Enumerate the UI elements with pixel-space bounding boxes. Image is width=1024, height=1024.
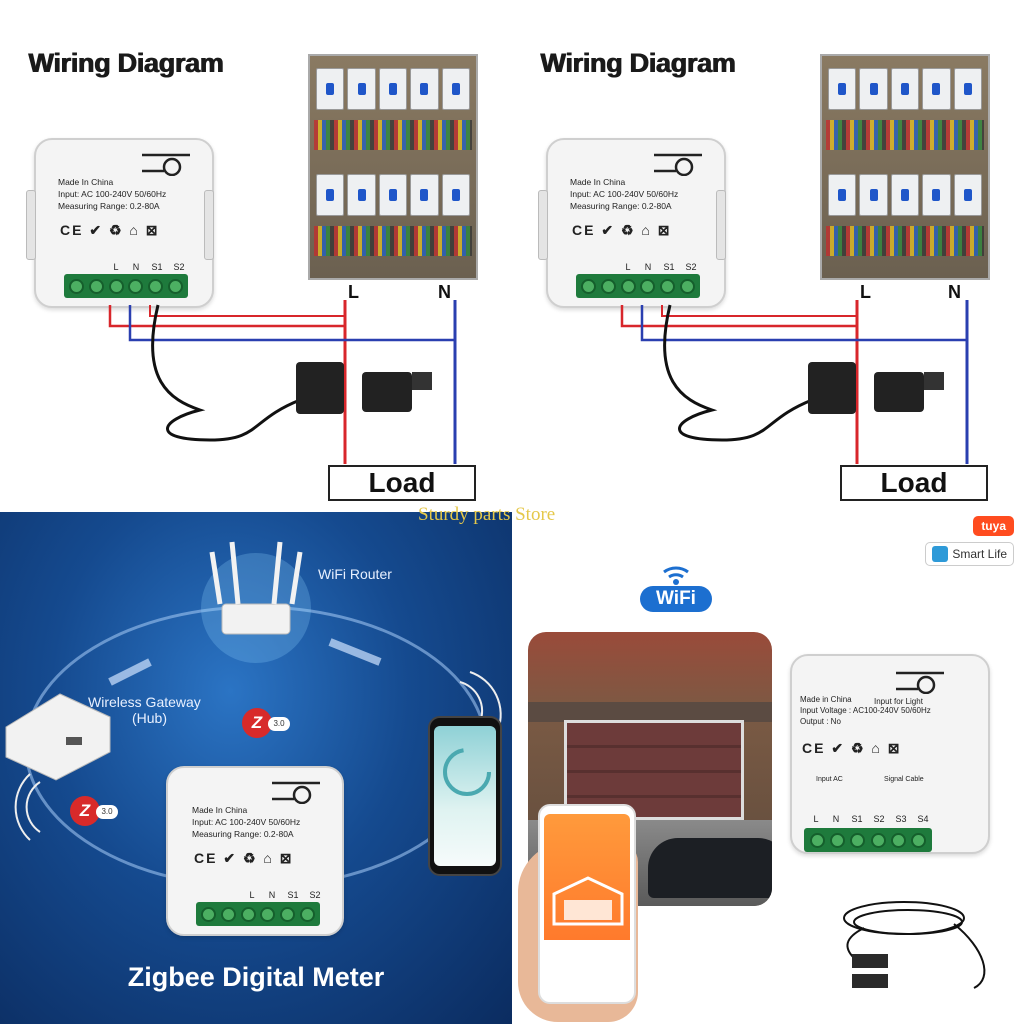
wifi-logo-icon (640, 566, 712, 612)
wifi-logo-text: WiFi (656, 588, 696, 609)
module-input-text: Input: AC 100-240V 50/60Hz (192, 817, 301, 827)
module-range-text: Measuring Range: 0.2-80A (192, 829, 294, 839)
terminal-block (576, 274, 700, 298)
module-input-text: Input Voltage : AC100-240V 50/60Hz (800, 706, 931, 715)
terminal-label: N (832, 814, 840, 824)
app-screen (544, 814, 630, 994)
module-output-text: Output : No (800, 717, 841, 726)
tuya-badge: tuya (973, 516, 1014, 536)
terminal-labels: L N S1 S2 (618, 262, 702, 272)
terminal-label: L (249, 890, 255, 900)
terminal-label: L (113, 262, 119, 272)
terminal-label: S2 (685, 262, 697, 272)
app-screen (434, 726, 496, 866)
terminal-label: S1 (663, 262, 675, 272)
mounting-tab (716, 190, 726, 260)
pairing-button-icon (272, 781, 320, 804)
module-input-text: Input: AC 100-240V 50/60Hz (570, 189, 679, 199)
tuya-label: tuya (981, 519, 1006, 533)
module-range-text: Measuring Range: 0.2-80A (570, 201, 672, 211)
pairing-button-icon (654, 153, 702, 176)
wiring-diagram-right: Wiring Diagram Made In China Input: AC 1… (512, 0, 1024, 512)
distribution-panel-photo (820, 54, 990, 280)
terminal-label: S1 (851, 814, 863, 824)
terminal-label: N (268, 890, 276, 900)
meter-module: Made In China Input: AC 100-240V 50/60Hz… (546, 138, 726, 308)
neutral-label: N (438, 282, 451, 302)
mounting-tab (204, 190, 214, 260)
pairing-button-icon (896, 671, 944, 694)
meter-module: Made In China Input: AC 100-240V 50/60Hz… (34, 138, 214, 308)
network-arcs (5, 541, 502, 889)
pairing-button-icon (142, 153, 190, 176)
wiring-title: Wiring Diagram (28, 48, 224, 78)
terminal-labels: L N S1 S2 (106, 262, 190, 272)
home-icon (932, 546, 949, 562)
store-watermark: Sturdy parts Store (418, 504, 556, 525)
terminal-label: N (644, 262, 652, 272)
light-input-label: Input for Light (874, 697, 923, 706)
signal-cable-group-label: Signal Cable (884, 776, 924, 783)
smart-life-badge: Smart Life (925, 542, 1014, 566)
terminal-label: S2 (309, 890, 321, 900)
module-origin-text: Made In China (58, 177, 114, 187)
terminal-block (804, 828, 932, 852)
zigbee-topology: WiFi Router Wireless Gateway (Hub) Z 3.0… (0, 512, 512, 1024)
zigbee-version-badge: 3.0 (268, 717, 290, 731)
zigbee-version-badge: 3.0 (96, 805, 118, 819)
smart-life-label: Smart Life (952, 547, 1007, 561)
terminal-block (64, 274, 188, 298)
magnetic-sensor-cable (843, 901, 986, 989)
terminal-label: L (813, 814, 819, 824)
wiring-lines (620, 300, 969, 464)
product-caption: Zigbee Digital Meter (127, 962, 385, 992)
module-origin-text: Made In China (570, 177, 626, 187)
certification-marks: CE ✔ ♻ ⌂ ⊠ (194, 850, 294, 866)
mounting-tab (538, 190, 548, 260)
line-label: L (348, 282, 359, 302)
terminal-labels: L N S1 S2 (242, 890, 326, 900)
terminal-labels: L N S1 S2 S3 S4 (806, 814, 934, 824)
smartphone (428, 716, 502, 876)
wiring-diagram-left: Wiring Diagram Made In China Input: AC 1… (0, 0, 512, 512)
zigbee-logo-icon: Z (242, 708, 272, 738)
meter-module: Made In China Input: AC 100-240V 50/60Hz… (166, 766, 344, 936)
zigbee-logo-icon: Z (70, 796, 100, 826)
terminal-label: S2 (873, 814, 885, 824)
router-label: WiFi Router (318, 566, 392, 582)
distribution-panel-photo (308, 54, 478, 280)
module-origin-text: Made in China (800, 695, 852, 704)
line-label: L (860, 282, 871, 302)
certification-marks: CE ✔ ♻ ⌂ ⊠ (802, 740, 902, 756)
terminal-label: S1 (151, 262, 163, 272)
mounting-tab (26, 190, 36, 260)
terminal-label: S1 (287, 890, 299, 900)
wiring-lines (108, 300, 457, 464)
wifi-garage-product: tuya Smart Life WiFi (512, 512, 1024, 1024)
terminal-label: S2 (173, 262, 185, 272)
terminal-label: N (132, 262, 140, 272)
terminal-block (196, 902, 320, 926)
certification-marks: CE ✔ ♻ ⌂ ⊠ (60, 222, 160, 238)
garage-controller-module: Made in China Input Voltage : AC100-240V… (790, 654, 990, 854)
load-box: Load (840, 465, 988, 501)
neutral-label: N (948, 282, 961, 302)
terminal-label: S4 (917, 814, 929, 824)
terminal-label: S3 (895, 814, 907, 824)
input-ac-group-label: Input AC (816, 776, 843, 783)
terminal-label: L (625, 262, 631, 272)
module-input-text: Input: AC 100-240V 50/60Hz (58, 189, 167, 199)
load-box: Load (328, 465, 476, 501)
gateway-sub-label: (Hub) (132, 710, 168, 726)
module-range-text: Measuring Range: 0.2-80A (58, 201, 160, 211)
smartphone (538, 804, 636, 1004)
module-origin-text: Made In China (192, 805, 248, 815)
gateway-label: Wireless Gateway (88, 694, 201, 710)
certification-marks: CE ✔ ♻ ⌂ ⊠ (572, 222, 672, 238)
wiring-title: Wiring Diagram (540, 48, 736, 78)
